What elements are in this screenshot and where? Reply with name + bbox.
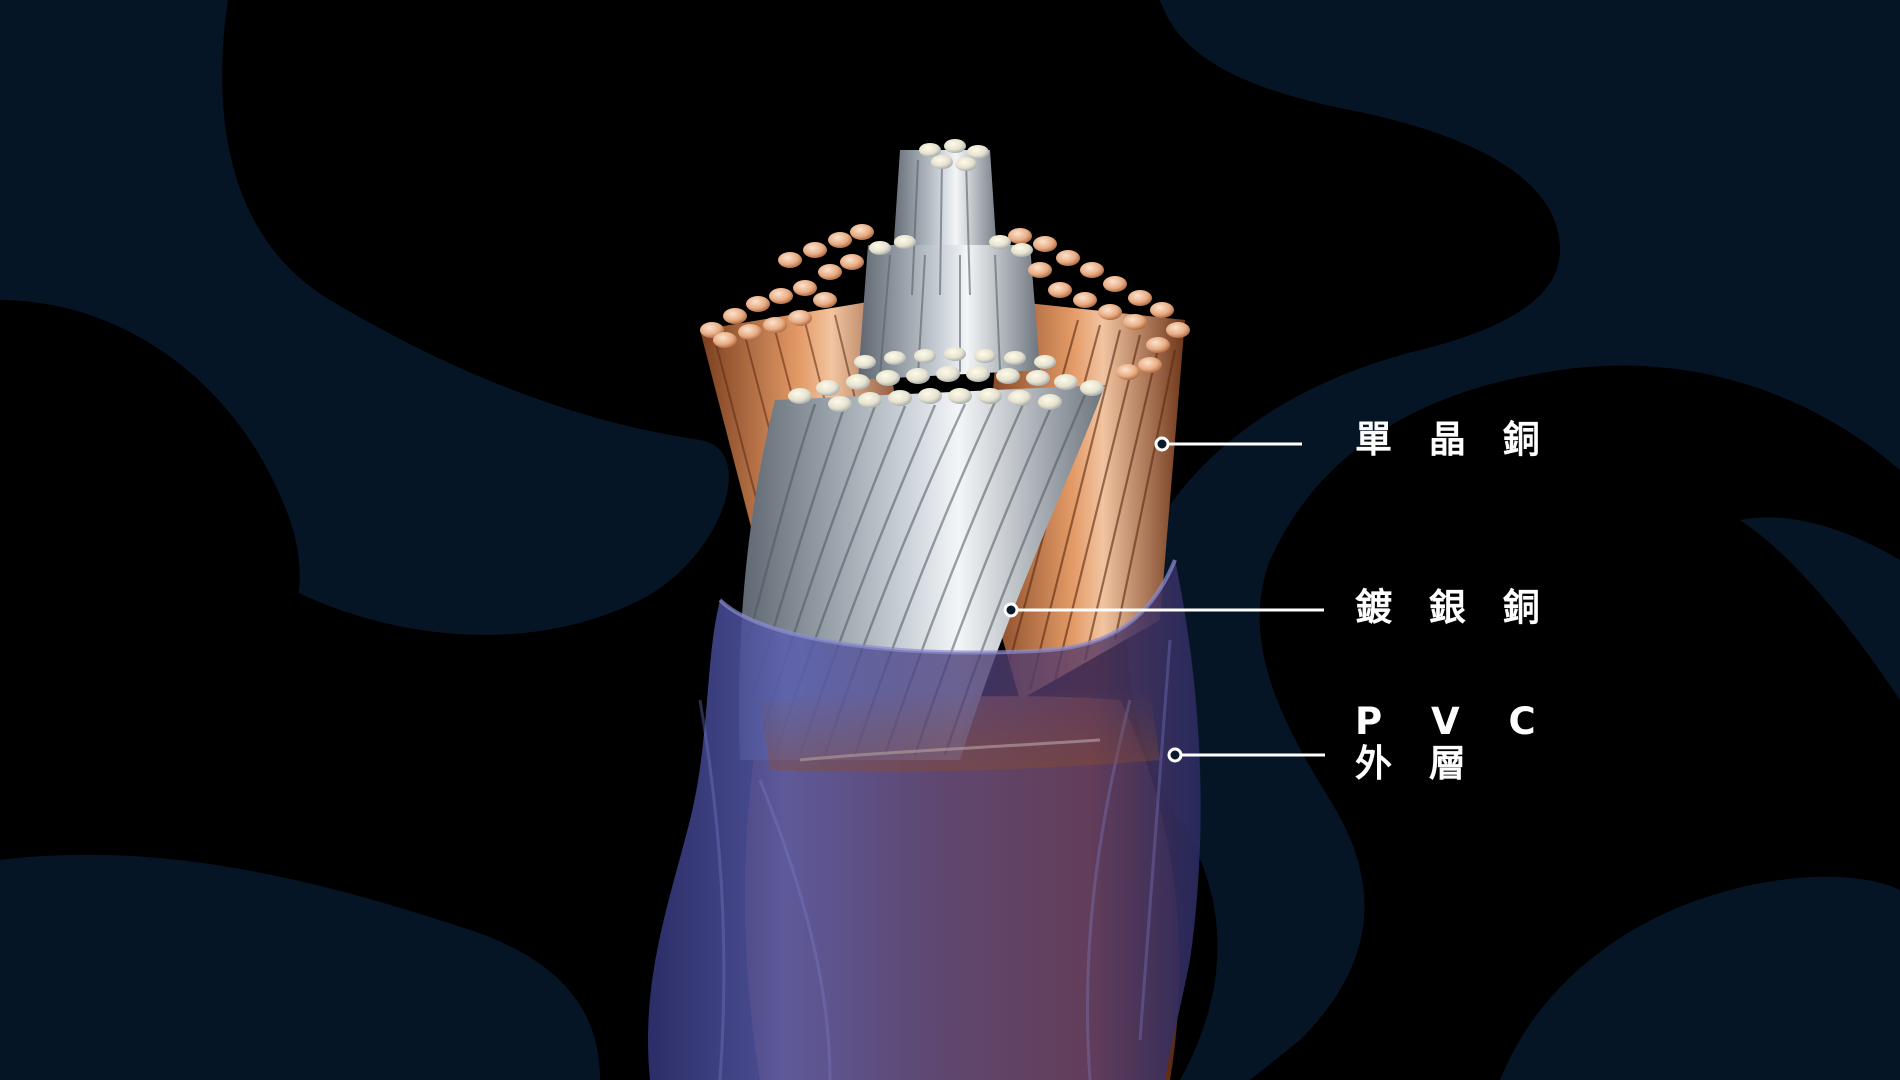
center-silver-core [858, 150, 1040, 380]
label-single-crystal-copper: 單 晶 銅 [1355, 418, 1552, 461]
callout-single-crystal-copper [1154, 436, 1302, 452]
label-silver-plated-copper: 鍍 銀 銅 [1355, 586, 1552, 629]
label-pvc-jacket: P V C 外 層 [1355, 702, 1554, 784]
label-pvc-line1: P V C [1355, 700, 1554, 743]
label-pvc-line2: 外 層 [1355, 742, 1478, 785]
callout-pvc-jacket [1167, 747, 1325, 763]
callout-silver-plated-copper [1003, 602, 1324, 618]
copper-strand-ends [700, 224, 1190, 380]
pvc-jacket [648, 559, 1201, 1080]
silver-strand-ends [788, 139, 1104, 412]
